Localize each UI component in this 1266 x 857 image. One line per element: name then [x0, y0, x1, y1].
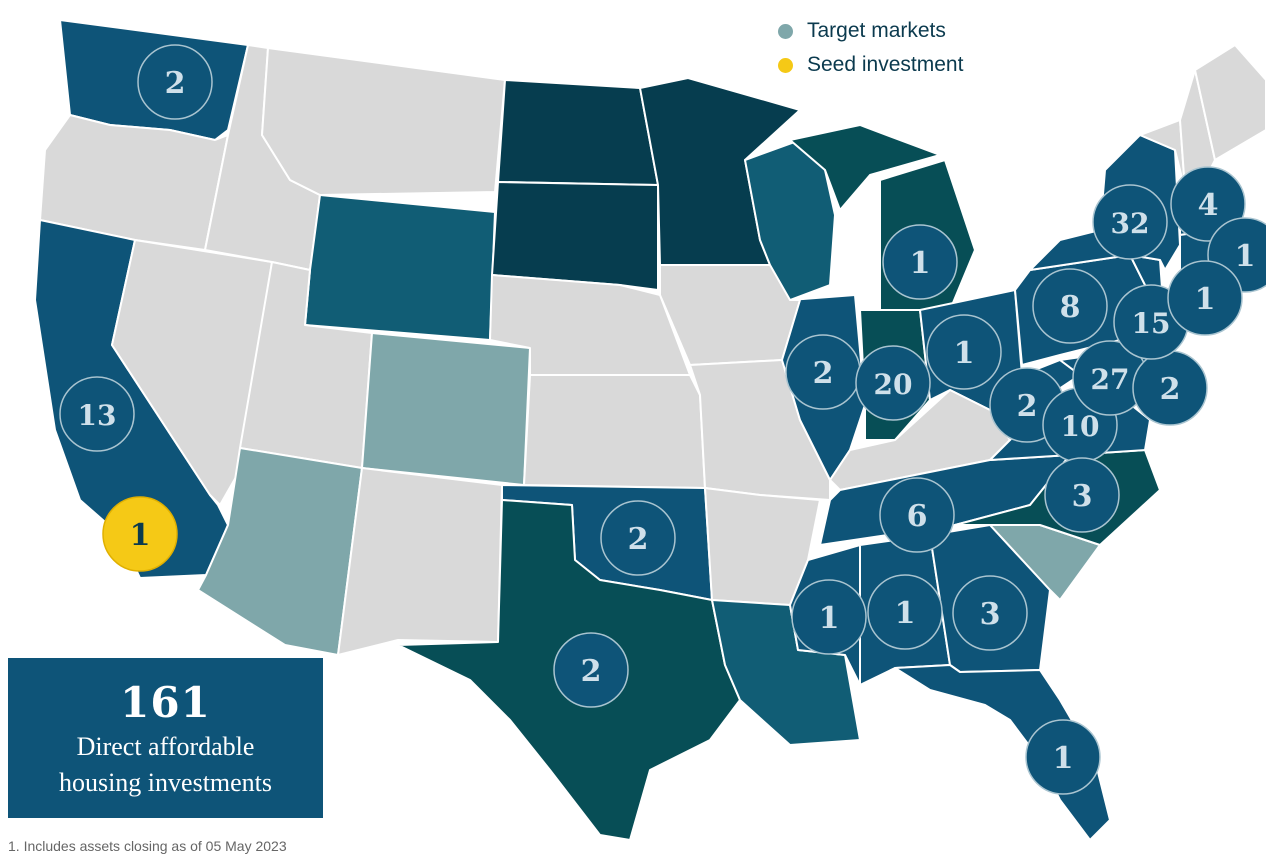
marker-ga: 3 — [952, 575, 1028, 651]
marker-tn: 6 — [879, 477, 955, 553]
marker-count: 1 — [910, 246, 931, 281]
marker-circle — [553, 632, 629, 708]
state-north-dakota — [497, 79, 659, 186]
marker-count: 1 — [954, 336, 975, 371]
marker-count: 15 — [1132, 307, 1171, 340]
marker-ct: 1 — [1167, 260, 1243, 336]
state-colorado — [361, 332, 531, 486]
marker-circle — [1167, 260, 1243, 336]
marker-count: 13 — [78, 399, 117, 432]
marker-count: 32 — [1111, 207, 1150, 240]
marker-ca-seed: 1 — [102, 496, 178, 572]
seed-investment-dot-icon — [778, 57, 793, 73]
marker-il: 2 — [785, 334, 861, 410]
marker-ny: 32 — [1092, 184, 1168, 260]
state-maine — [1194, 44, 1266, 161]
marker-count: 2 — [165, 66, 186, 101]
state-kansas — [523, 374, 706, 489]
marker-circle — [867, 574, 943, 650]
total-label-line1: Direct affordable — [76, 732, 255, 761]
total-investments-box: 161 Direct affordable housing investment… — [8, 658, 323, 818]
marker-ms: 1 — [791, 579, 867, 655]
legend-item-seed-investment: Seed investment — [778, 48, 963, 82]
marker-circle — [137, 44, 213, 120]
state-wyoming — [304, 194, 496, 341]
total-label-line2: housing investments — [58, 768, 273, 797]
state-south-dakota — [491, 181, 659, 291]
marker-circle — [1044, 457, 1120, 533]
marker-circle — [926, 314, 1002, 390]
marker-count: 2 — [1017, 389, 1038, 424]
marker-md: 27 — [1072, 340, 1148, 416]
marker-count: 1 — [1053, 741, 1074, 776]
marker-ca: 13 — [59, 376, 135, 452]
marker-circle — [102, 496, 178, 572]
footnote: 1. Includes assets closing as of 05 May … — [8, 838, 287, 854]
marker-fl: 1 — [1025, 719, 1101, 795]
marker-count: 1 — [819, 601, 840, 636]
marker-count: 2 — [1160, 372, 1181, 407]
marker-count: 2 — [813, 356, 834, 391]
marker-circle — [879, 477, 955, 553]
marker-ok: 2 — [600, 500, 676, 576]
marker-nc: 3 — [1044, 457, 1120, 533]
legend-item-target-markets: Target markets — [778, 14, 963, 48]
marker-count: 3 — [1072, 479, 1093, 514]
marker-in: 20 — [855, 345, 931, 421]
marker-count: 8 — [1060, 290, 1081, 325]
total-investments-count: 161 — [120, 678, 211, 727]
marker-tx: 2 — [553, 632, 629, 708]
marker-mi: 1 — [882, 224, 958, 300]
marker-circle — [59, 376, 135, 452]
marker-oh: 1 — [926, 314, 1002, 390]
marker-count: 20 — [874, 368, 913, 401]
marker-count: 6 — [907, 499, 928, 534]
marker-count: 1 — [1195, 282, 1216, 317]
marker-count: 3 — [980, 597, 1001, 632]
marker-count: 2 — [581, 654, 602, 689]
marker-count: 27 — [1091, 363, 1130, 396]
marker-count: 1 — [130, 518, 151, 553]
marker-circle — [882, 224, 958, 300]
target-markets-dot-icon — [778, 23, 793, 39]
state-new-mexico — [337, 467, 503, 656]
marker-al: 1 — [867, 574, 943, 650]
marker-wa: 2 — [137, 44, 213, 120]
marker-count: 1 — [895, 596, 916, 631]
legend: Target markets Seed investment — [778, 14, 963, 82]
state-montana — [261, 47, 506, 196]
marker-circle — [791, 579, 867, 655]
marker-circle — [1025, 719, 1101, 795]
state-michigan-upper — [789, 124, 941, 211]
marker-circle — [600, 500, 676, 576]
marker-circle — [855, 345, 931, 421]
state-florida — [894, 664, 1111, 841]
marker-de: 2 — [1132, 350, 1208, 426]
marker-count: 10 — [1061, 410, 1100, 443]
marker-circle — [952, 575, 1028, 651]
marker-circle — [1092, 184, 1168, 260]
legend-label-seed: Seed investment — [807, 53, 964, 76]
marker-count: 2 — [628, 522, 649, 557]
marker-count: 4 — [1198, 188, 1219, 223]
marker-count: 1 — [1235, 239, 1256, 274]
marker-pa: 8 — [1032, 268, 1108, 344]
legend-label-target: Target markets — [807, 19, 946, 42]
marker-circle — [1032, 268, 1108, 344]
